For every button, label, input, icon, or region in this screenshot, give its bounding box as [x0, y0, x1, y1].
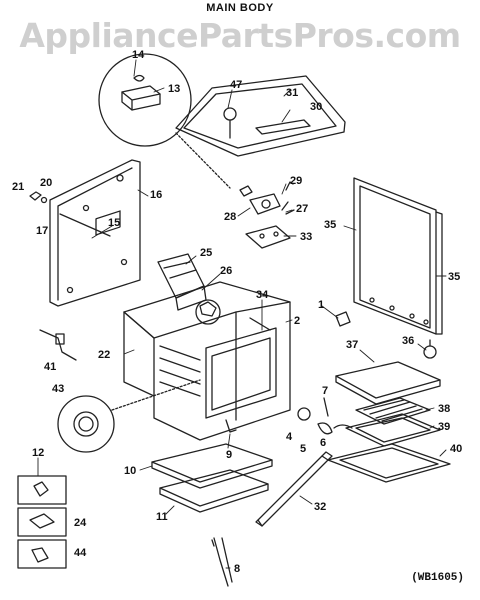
- bottom-panel-10: [151, 443, 273, 489]
- callout-label: 26: [220, 265, 232, 277]
- callout-label: 29: [290, 175, 302, 187]
- diagram-title: MAIN BODY: [206, 2, 274, 14]
- callout-label: 17: [36, 225, 48, 237]
- callout-label: 39: [438, 421, 450, 433]
- callout-label: 27: [296, 203, 308, 215]
- drip-pan-39: [345, 413, 441, 447]
- callout-label: 5: [300, 443, 306, 455]
- side-panel: [49, 159, 141, 307]
- callout-label: 9: [226, 449, 232, 461]
- callout-label: 44: [74, 547, 87, 559]
- callout-label: 4: [286, 431, 293, 443]
- part-20-21: [29, 191, 48, 204]
- bracket-33: [245, 225, 291, 249]
- rear-panel: [353, 177, 443, 335]
- callout-label: 22: [98, 349, 110, 361]
- callout-label: 13: [168, 83, 180, 95]
- callout-label: 37: [346, 339, 358, 351]
- rail-32: [255, 451, 333, 527]
- callout-label: 30: [310, 101, 322, 113]
- cooktop-top-panel: [175, 75, 346, 157]
- diagram-reference-code: (WB1605): [411, 572, 464, 584]
- callout-label: 1: [318, 299, 324, 311]
- callout-label: 33: [300, 231, 312, 243]
- broiler-pan-37: [335, 361, 441, 405]
- callout-labels: 14 13 47 31 30 21 20 16 17 15 29 27 28 3…: [12, 49, 462, 575]
- callout-label: 31: [286, 87, 298, 99]
- detail-circle-43: [57, 379, 201, 453]
- burner-valve-assembly: [239, 181, 295, 215]
- flue-duct: [157, 253, 207, 311]
- callout-label: 16: [150, 189, 162, 201]
- callout-label: 43: [52, 383, 64, 395]
- drawer-door-40: [327, 443, 451, 483]
- callout-label: 24: [74, 517, 87, 529]
- callout-label: 20: [40, 177, 52, 189]
- watermark-logo: AppliancePartsPros.com: [19, 16, 461, 55]
- parts-4-5-6-7: [297, 397, 353, 435]
- bottom-panel-11: [159, 469, 269, 513]
- callout-label: 2: [294, 315, 300, 327]
- callout-label: 11: [156, 511, 168, 523]
- part-9: [225, 419, 237, 433]
- callout-label: 28: [224, 211, 236, 223]
- callout-label: 15: [108, 217, 120, 229]
- callout-label: 38: [438, 403, 450, 415]
- broiler-grid-38: [355, 397, 431, 425]
- callout-label: 32: [314, 501, 326, 513]
- inset-boxes: [17, 475, 67, 569]
- callout-label: 6: [320, 437, 326, 449]
- detail-circle-13-14: [98, 53, 231, 189]
- callout-label: 14: [132, 49, 145, 61]
- callout-leaders: [37, 59, 447, 569]
- callout-label: 25: [200, 247, 212, 259]
- callout-label: 8: [234, 563, 240, 575]
- callout-label: 47: [230, 79, 242, 91]
- part-36: [423, 339, 437, 359]
- callout-label: 21: [12, 181, 24, 193]
- callout-label: 35: [448, 271, 460, 283]
- power-cord: [39, 329, 77, 361]
- callout-label: 7: [322, 385, 328, 397]
- part-8: [211, 537, 233, 587]
- callout-label: 41: [44, 361, 56, 373]
- callout-label: 40: [450, 443, 462, 455]
- callout-label: 12: [32, 447, 44, 459]
- callout-label: 35: [324, 219, 336, 231]
- part-1: [335, 311, 351, 327]
- callout-label: 10: [124, 465, 136, 477]
- callout-label: 36: [402, 335, 414, 347]
- callout-label: 34: [256, 289, 269, 301]
- oven-body-frame: [123, 281, 291, 441]
